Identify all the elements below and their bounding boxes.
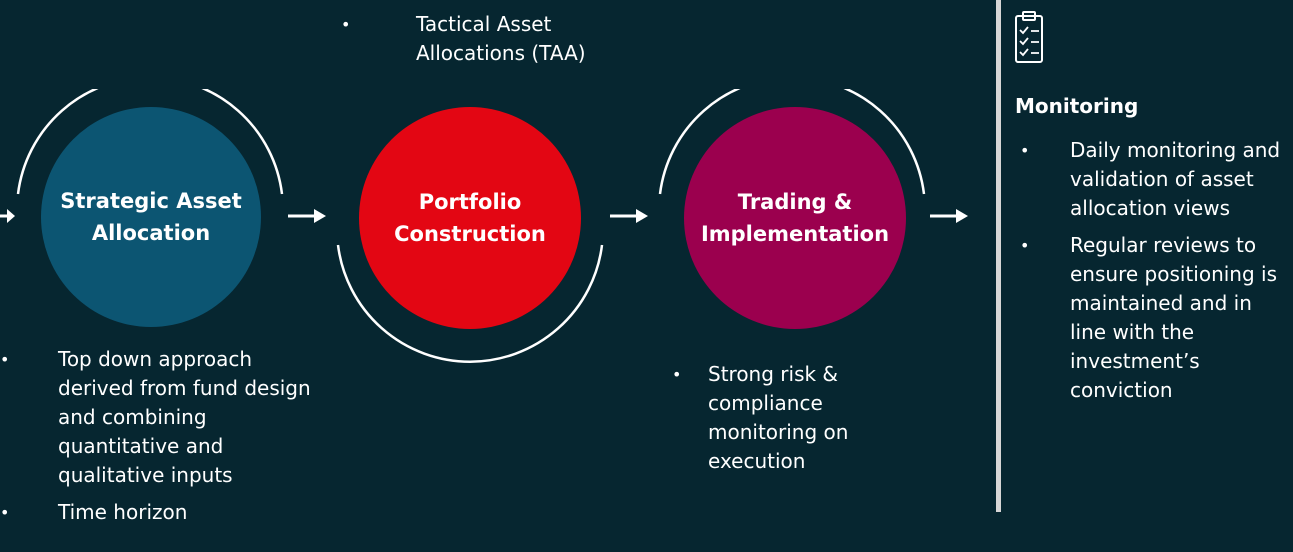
divider [996,0,1001,512]
list-item: Tactical Asset Allocations (TAA) [341,10,601,68]
taa-bullets: Tactical Asset Allocations (TAA) [341,10,601,76]
pc-bottom-arc [336,244,604,363]
ti-top-arc [658,89,926,195]
arrow-icon [610,209,648,223]
saa-bullets: Top down approach derived from fund desi… [0,345,320,535]
clipboard-checklist-icon [1015,11,1043,63]
step-label: Strategic Asset [60,189,242,213]
strategic-asset-allocation-circle: Strategic Asset Allocation [41,107,261,327]
list-item: Regular reviews to ensure positioning is… [1020,231,1282,405]
monitoring-bullets: Daily monitoring and validation of asset… [1020,136,1282,413]
list-item: Daily monitoring and validation of asset… [1020,136,1282,223]
monitoring-title: Monitoring [1015,94,1139,118]
step-label: Implementation [700,222,890,246]
saa-top-arc [16,89,284,195]
trading-implementation-circle: Trading & Implementation [684,107,906,329]
step-label: Allocation [91,221,211,245]
portfolio-construction-circle: Portfolio Construction [359,107,581,329]
step-label: Construction [394,222,546,246]
arrow-icon [930,209,968,223]
list-item: Time horizon [0,498,320,527]
trading-bullets: Strong risk & compliance monitoring on e… [672,360,882,484]
list-item: Strong risk & compliance monitoring on e… [672,360,882,476]
arrow-icon [288,209,326,223]
step-label: Portfolio [418,190,522,214]
list-item: Top down approach derived from fund desi… [0,345,320,490]
arrow-icon [0,209,15,223]
step-label: Trading & [737,190,853,214]
